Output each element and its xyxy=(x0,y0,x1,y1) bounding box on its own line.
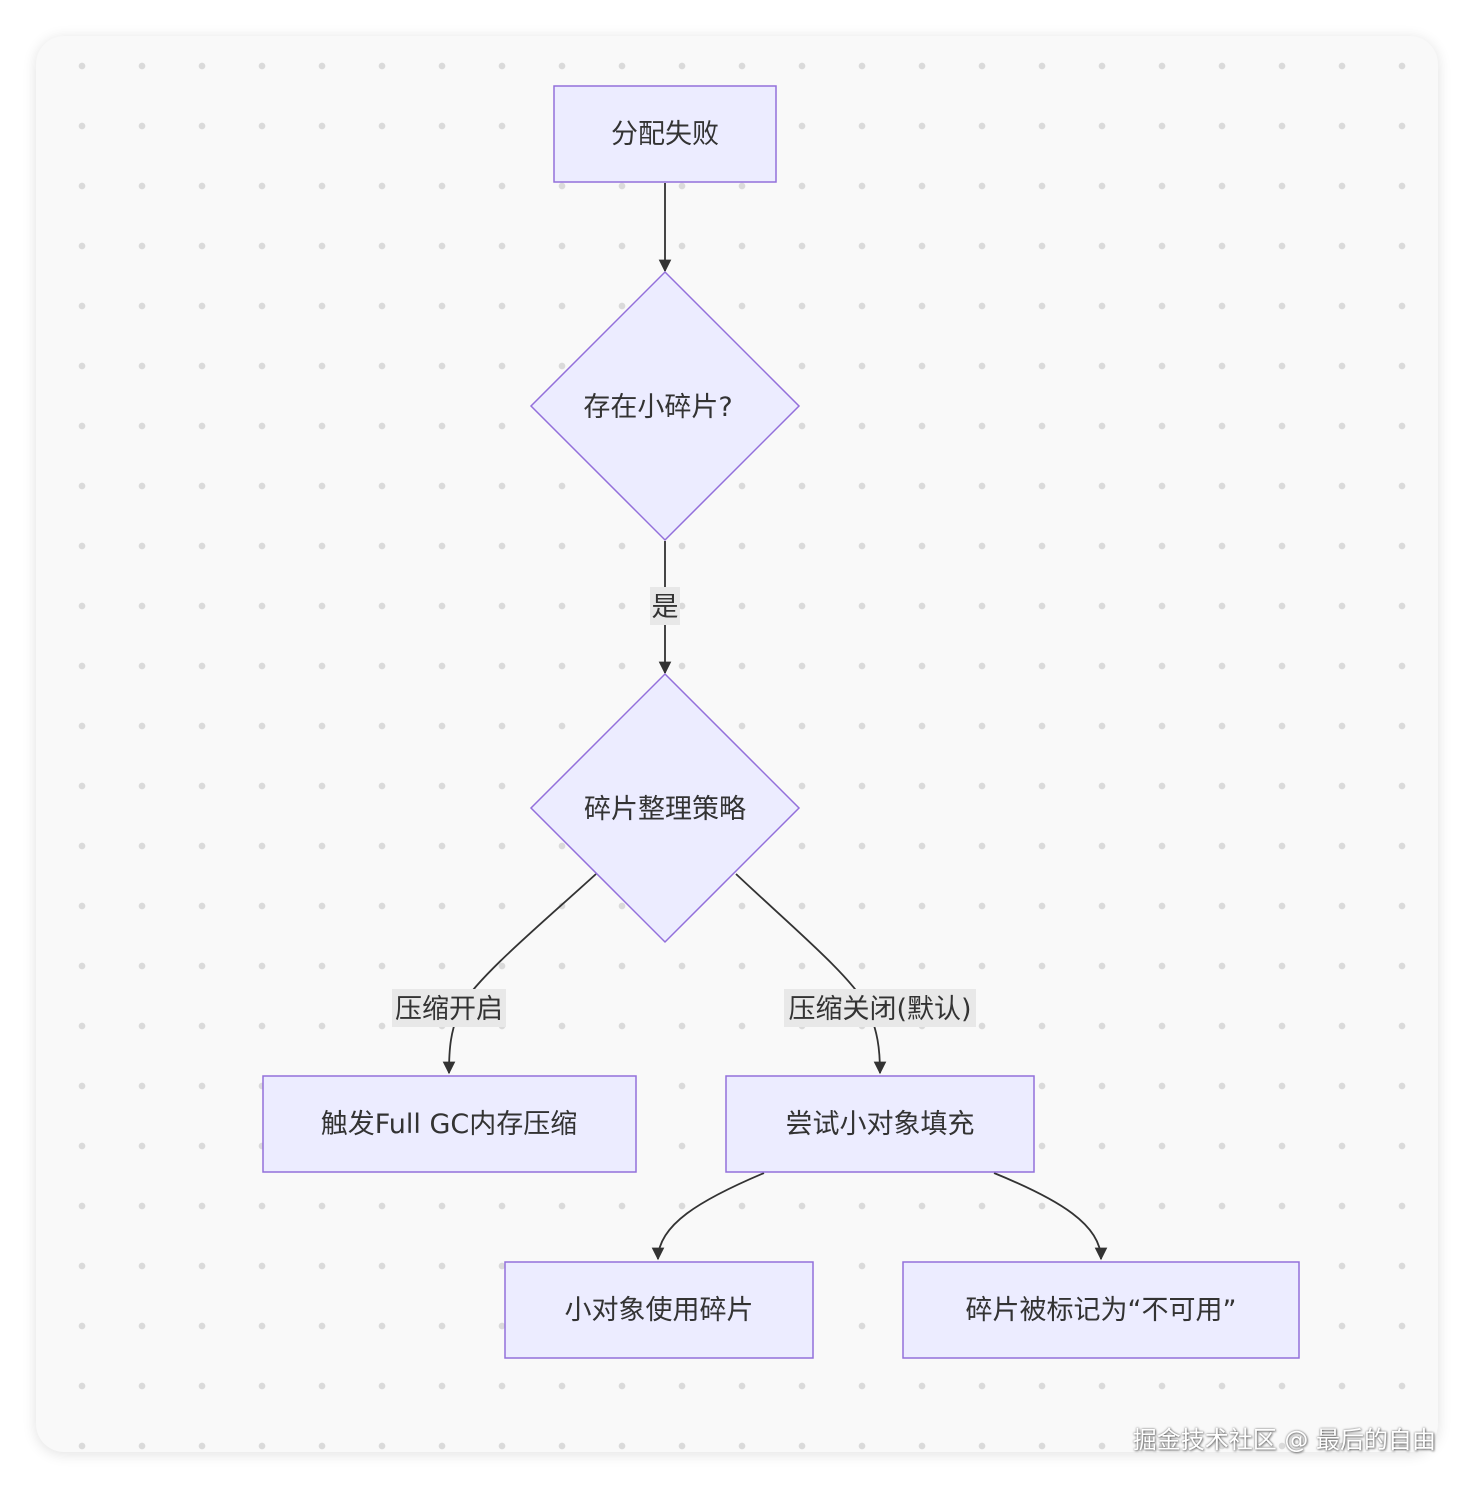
decision-defrag-strategy: 碎片整理策略 xyxy=(529,672,801,944)
edge-strategy-to-small-fill xyxy=(735,873,887,1075)
diagram-canvas xyxy=(36,36,1438,1452)
svg-text:压缩开启: 压缩开启 xyxy=(395,994,503,1025)
edge-small-fill-to-mark-unusable xyxy=(993,1172,1108,1261)
node-fragment-marked-unusable: 碎片被标记为“不可用” xyxy=(902,1261,1300,1359)
svg-text:尝试小对象填充: 尝试小对象填充 xyxy=(786,1109,975,1140)
svg-text:是: 是 xyxy=(652,592,679,623)
edge-label-yes: 是 xyxy=(650,587,680,625)
edge-label-compaction-off: 压缩关闭(默认) xyxy=(784,989,976,1027)
node-full-gc-compact: 触发Full GC内存压缩 xyxy=(262,1075,637,1173)
svg-text:压缩关闭(默认): 压缩关闭(默认) xyxy=(788,994,971,1025)
watermark: 掘金技术社区 @ 最后的自由 xyxy=(1132,1426,1436,1454)
svg-text:分配失败: 分配失败 xyxy=(611,119,719,150)
node-small-object-uses-fragment: 小对象使用碎片 xyxy=(504,1261,814,1359)
edge-label-compaction-on: 压缩开启 xyxy=(392,989,506,1027)
svg-text:碎片整理策略: 碎片整理策略 xyxy=(584,794,746,825)
svg-text:碎片被标记为“不可用”: 碎片被标记为“不可用” xyxy=(966,1295,1237,1326)
svg-text:小对象使用碎片: 小对象使用碎片 xyxy=(565,1295,754,1326)
edge-strategy-to-full-gc xyxy=(442,873,597,1075)
edge-small-fill-to-use-fragment xyxy=(651,1172,765,1261)
decision-has-small-fragments: 存在小碎片? xyxy=(529,270,801,542)
node-try-small-object-fill: 尝试小对象填充 xyxy=(725,1075,1035,1173)
svg-text:触发Full GC内存压缩: 触发Full GC内存压缩 xyxy=(321,1109,578,1140)
svg-text:存在小碎片?: 存在小碎片? xyxy=(583,392,732,423)
node-allocation-failed: 分配失败 xyxy=(553,85,777,183)
